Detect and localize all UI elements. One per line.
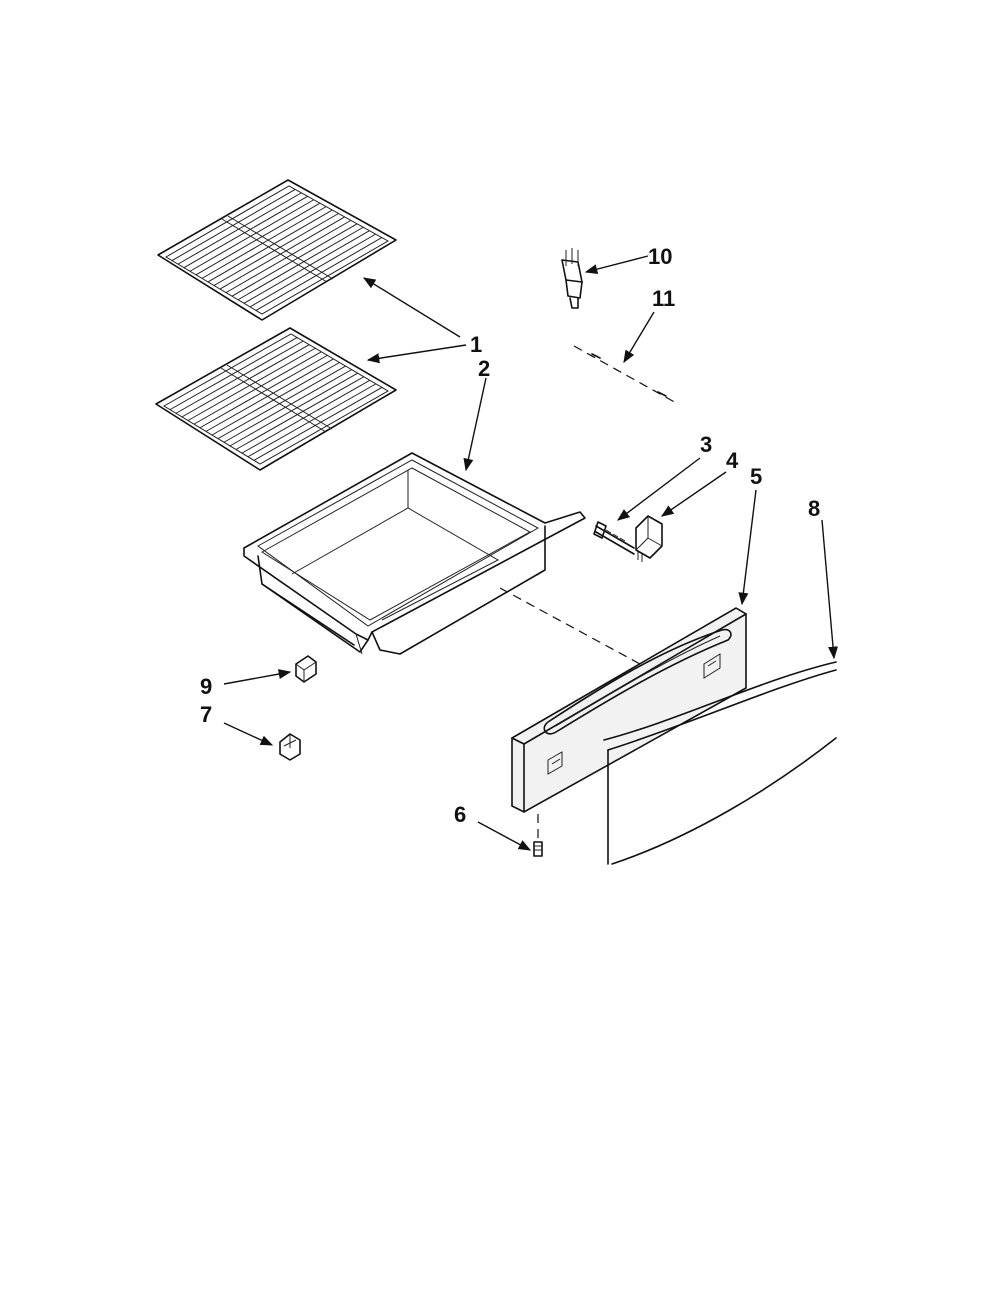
callout-8: 8 xyxy=(808,496,820,521)
callout-5: 5 xyxy=(750,464,762,489)
drawer-pan xyxy=(243,452,586,655)
callout-2: 2 xyxy=(478,356,490,381)
drawer-trim-panel xyxy=(603,661,837,865)
oven-rack-lower xyxy=(155,327,397,471)
slide-fitting xyxy=(561,248,583,309)
bolt xyxy=(593,521,635,555)
drawer-front-panel xyxy=(511,607,747,813)
oven-rack-upper xyxy=(157,179,397,321)
callout-1: 1 xyxy=(470,332,482,357)
bumper xyxy=(295,655,317,683)
alignment-line xyxy=(499,587,641,665)
callout-11: 11 xyxy=(652,286,675,311)
callout-7: 7 xyxy=(200,702,212,727)
callout-labels: 1 2 3 4 5 6 7 8 9 10 11 xyxy=(200,244,820,827)
logo-mark xyxy=(547,751,563,775)
callout-6: 6 xyxy=(454,802,466,827)
clip xyxy=(279,733,301,761)
leader-lines xyxy=(223,255,839,851)
callout-10: 10 xyxy=(648,244,672,269)
screw xyxy=(533,814,543,857)
callout-4: 4 xyxy=(726,448,739,473)
rod xyxy=(573,345,679,405)
logo-mark xyxy=(703,653,721,679)
bracket xyxy=(635,515,663,562)
callout-9: 9 xyxy=(200,674,212,699)
callout-3: 3 xyxy=(700,432,712,457)
